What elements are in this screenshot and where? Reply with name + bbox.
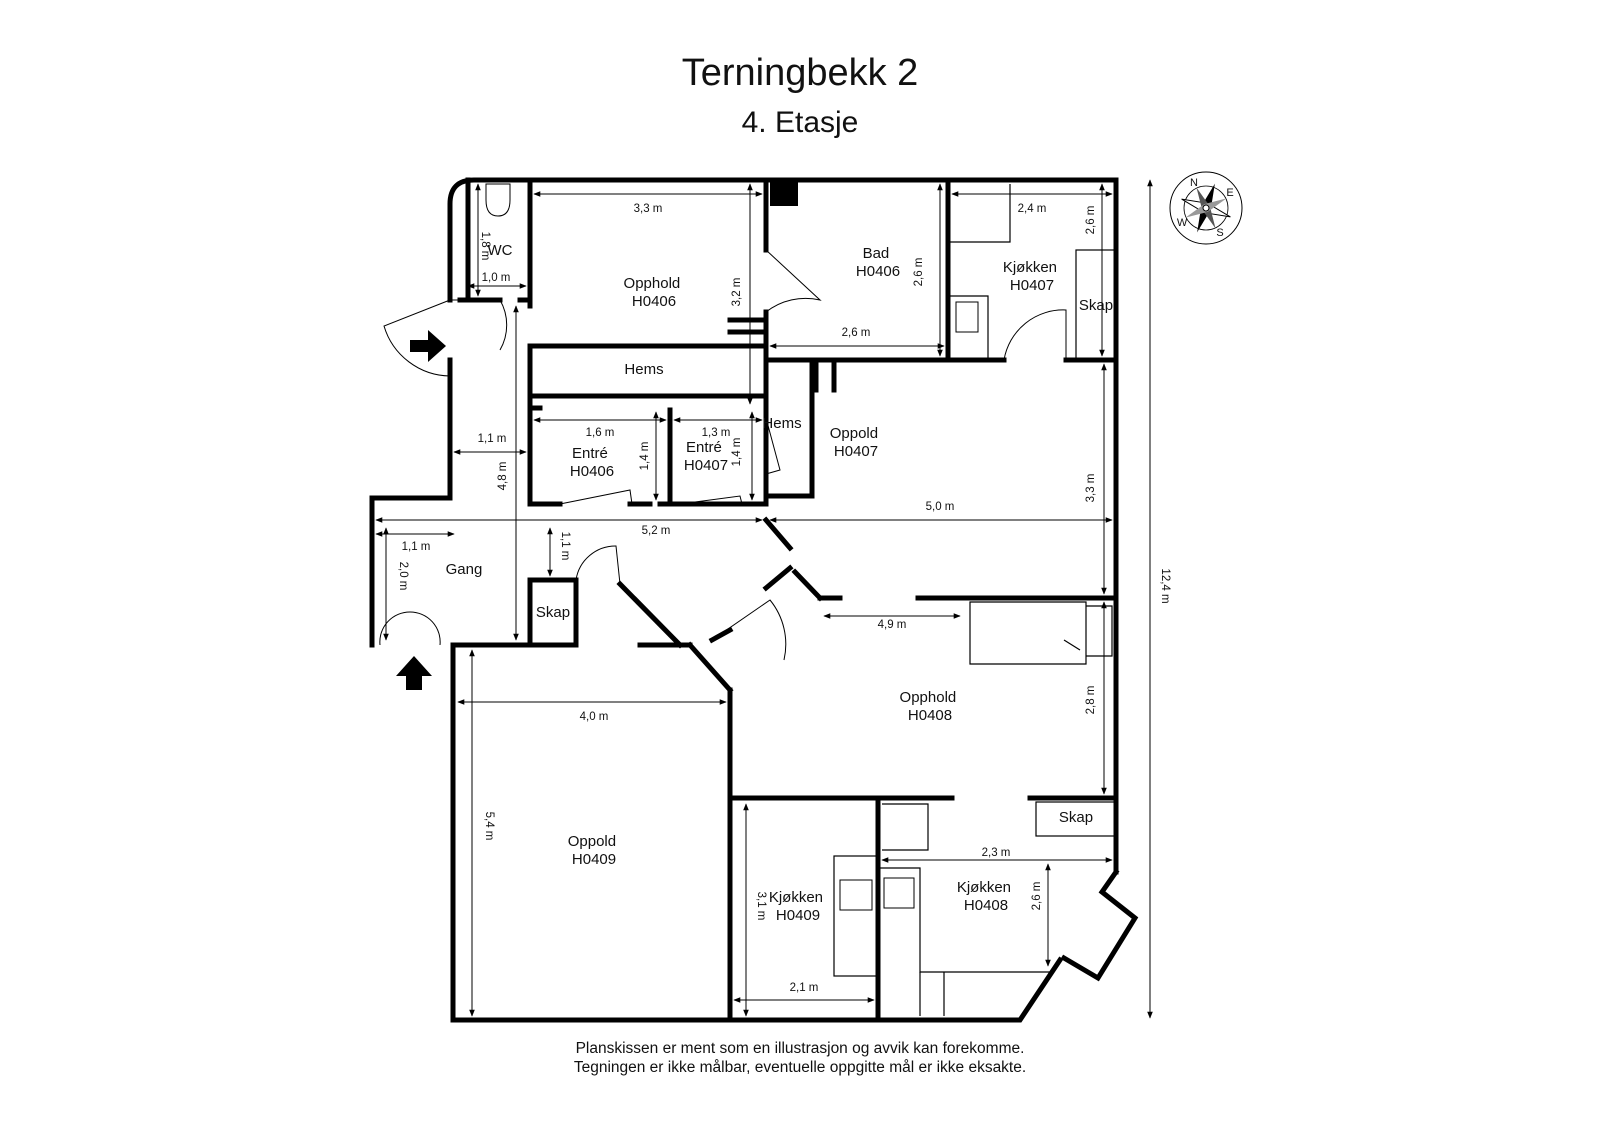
room-label-kjokken-h0409: Kjøkken H0409 (769, 889, 827, 924)
dim-label: 2,6 m (913, 258, 925, 287)
room-label-entre-h0407: Entré H0407 (684, 439, 728, 474)
room-label-oppold-h0407: Oppold H0407 (830, 425, 883, 460)
dim-label: 2,3 m (982, 847, 1011, 859)
dim-label: 2,0 m (397, 562, 409, 591)
room-label-opphold-h0406: Opphold H0406 (624, 275, 685, 310)
dim-label: 2,6 m (1085, 206, 1097, 235)
compass-n: N (1190, 177, 1198, 189)
compass-e: E (1226, 187, 1233, 199)
room-label-oppold-h0409: Oppold H0409 (568, 833, 621, 868)
room-label-hems-b: Hems (762, 415, 801, 432)
plan-subtitle: 4. Etasje (741, 106, 859, 139)
dimension-lines (375, 179, 1153, 1019)
room-label-skap-k0407: Skap (1079, 297, 1113, 314)
dim-label: 3,3 m (1085, 474, 1097, 503)
fixtures (485, 183, 1117, 1016)
exterior-walls (369, 177, 1139, 1023)
dim-label: 1,1 m (559, 532, 571, 561)
dim-label: 2,4 m (1018, 203, 1047, 215)
room-label-hems-a: Hems (624, 361, 663, 378)
room-label-skap-k0408: Skap (1059, 809, 1093, 826)
entry-arrow-lower (396, 656, 432, 690)
compass-rose-icon: N E S W (1169, 171, 1243, 245)
dim-label: 4,0 m (580, 711, 609, 723)
plan-title: Terningbekk 2 (681, 52, 919, 94)
room-label-bad-h0406: Bad H0406 (856, 245, 900, 280)
room-label-gang: Gang (446, 561, 483, 578)
dim-label: 1,1 m (402, 541, 431, 553)
dim-label: 2,1 m (790, 982, 819, 994)
dim-label: 2,6 m (842, 327, 871, 339)
room-label-wc: WC (488, 242, 513, 259)
room-label-opphold-h0408: Opphold H0408 (900, 689, 961, 724)
room-label-entre-h0406: Entré H0406 (570, 445, 614, 480)
dim-label: 12,4 m (1159, 568, 1171, 603)
room-label-kjokken-h0408: Kjøkken H0408 (957, 879, 1015, 914)
dim-label: 5,2 m (642, 525, 671, 537)
dim-label: 1,0 m (482, 272, 511, 284)
dim-label: 3,1 m (755, 892, 767, 921)
dim-label: 5,0 m (926, 501, 955, 513)
disclaimer-line-1: Planskissen er ment som en illustrasjon … (575, 1040, 1025, 1057)
dim-label: 3,3 m (634, 203, 663, 215)
room-label-skap-gang: Skap (536, 604, 570, 621)
dim-label: 2,6 m (1031, 882, 1043, 911)
compass-w: W (1177, 217, 1188, 229)
dim-label: 1,6 m (586, 427, 615, 439)
dim-label: 3,2 m (731, 278, 743, 307)
dim-label: 2,8 m (1085, 686, 1097, 715)
disclaimer-line-2: Tegningen er ikke målbar, eventuelle opp… (573, 1059, 1027, 1076)
room-label-kjokken-h0407: Kjøkken H0407 (1003, 259, 1061, 294)
dim-label: 1,3 m (702, 427, 731, 439)
compass-s: S (1216, 227, 1223, 239)
entry-arrow-upper (410, 330, 446, 362)
interior-walls (457, 177, 1119, 1023)
doors (379, 249, 1067, 661)
chimney-block (770, 180, 798, 206)
dim-label: 1,8 m (479, 232, 491, 261)
dim-label: 4,9 m (878, 619, 907, 631)
dim-label: 1,1 m (478, 433, 507, 445)
dim-label: 5,4 m (483, 812, 495, 841)
dim-label: 1,4 m (731, 438, 743, 467)
dim-label: 1,4 m (639, 442, 651, 471)
dim-label: 4,8 m (497, 462, 509, 491)
